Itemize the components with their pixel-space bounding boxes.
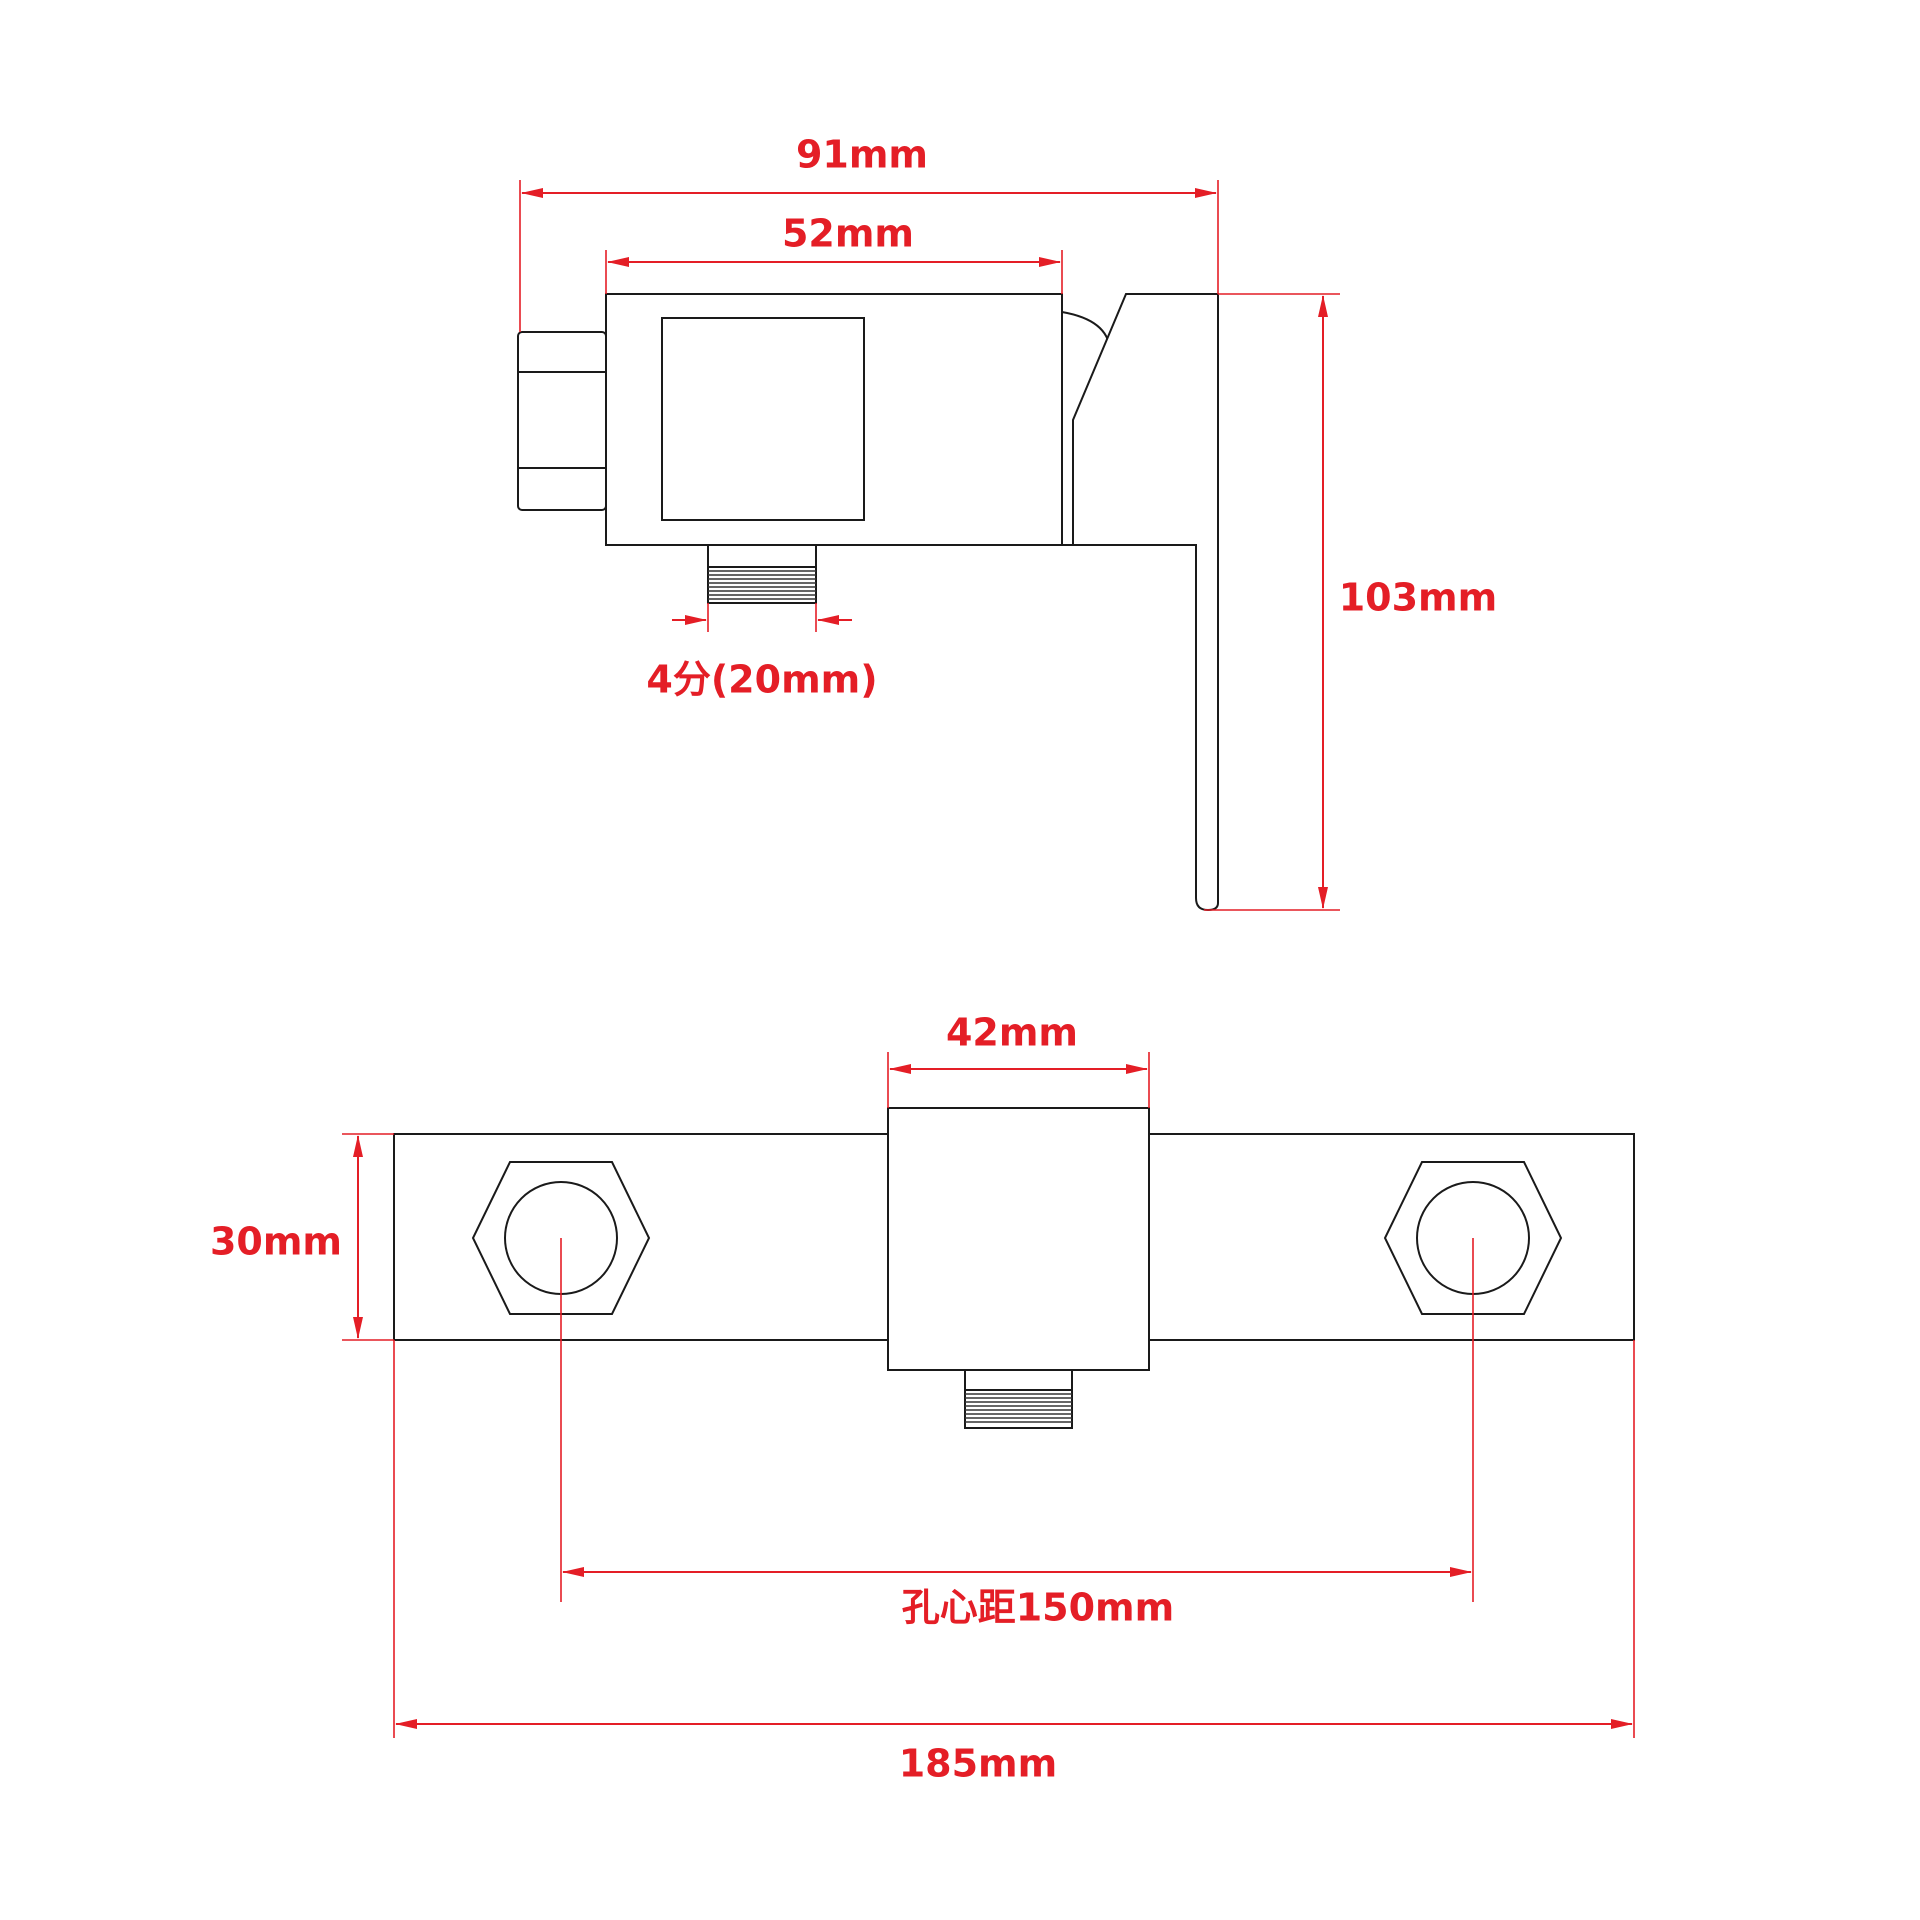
dim-label-height: 103mm xyxy=(1339,576,1498,620)
side-handle-lever xyxy=(1072,293,1219,912)
bottom-outlet-thread xyxy=(964,1389,1073,1429)
bottom-view: 42mm 30mm 孔心距150mm 185mm xyxy=(210,1011,1635,1786)
dim-overall-width: 91mm xyxy=(519,133,1219,332)
dim-plate-height: 30mm xyxy=(210,1133,394,1341)
dim-outlet-thread: 4分(20mm) xyxy=(646,603,878,702)
side-front-face xyxy=(661,317,865,521)
dim-height: 103mm xyxy=(1204,293,1498,911)
dim-label-plate-height: 30mm xyxy=(210,1220,342,1264)
side-connector-nut xyxy=(517,331,607,511)
dim-label-outlet-thread: 4分(20mm) xyxy=(646,658,877,702)
side-outlet-thread xyxy=(707,566,817,604)
dim-label-valve-width: 42mm xyxy=(946,1011,1078,1055)
dim-label-overall-length: 185mm xyxy=(899,1742,1058,1786)
dim-label-body-width: 52mm xyxy=(782,212,914,256)
dim-hole-spacing: 孔心距150mm xyxy=(560,1238,1474,1630)
dim-label-hole-spacing: 孔心距150mm xyxy=(902,1586,1175,1630)
side-view: 91mm 52mm 103mm 4分(20mm) xyxy=(517,133,1498,912)
dim-body-width: 52mm xyxy=(605,212,1063,294)
dim-valve-width: 42mm xyxy=(887,1011,1150,1108)
dim-label-overall-width: 91mm xyxy=(796,133,928,177)
bottom-valve-body xyxy=(887,1107,1150,1371)
side-outlet-stub xyxy=(707,544,817,568)
bottom-outlet-stub xyxy=(964,1369,1073,1391)
dim-overall-length: 185mm xyxy=(393,1340,1635,1786)
